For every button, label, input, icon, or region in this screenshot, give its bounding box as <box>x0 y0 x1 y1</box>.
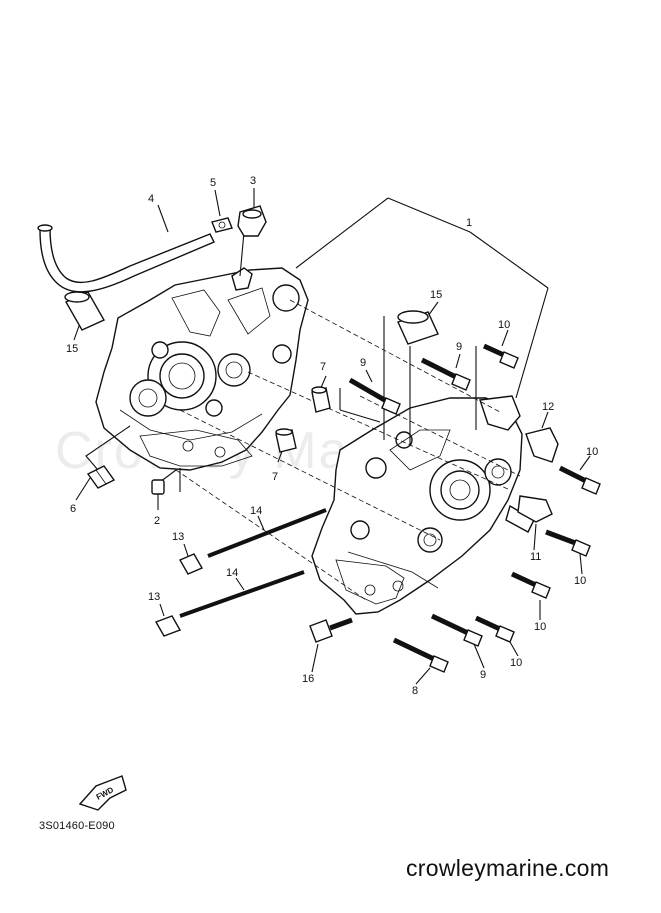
callout-13-upper: 13 <box>172 531 184 543</box>
callout-4: 4 <box>148 193 154 205</box>
breather-hose[interactable] <box>37 224 215 293</box>
bolt-10-lower[interactable] <box>510 571 551 599</box>
diagram-code: 3S01460-E090 <box>39 820 115 832</box>
stud-bolt-upper[interactable] <box>207 508 327 558</box>
callout-3: 3 <box>250 175 256 187</box>
callout-9-center: 9 <box>360 357 366 369</box>
callout-7-lower: 7 <box>272 471 278 483</box>
callout-14-upper: 14 <box>250 505 262 517</box>
callout-labels: 1 2 3 4 5 6 7 7 8 9 9 9 10 10 10 10 10 1… <box>66 175 598 697</box>
callout-11: 11 <box>530 551 541 563</box>
callout-10-right: 10 <box>586 446 598 458</box>
callout-10-top: 10 <box>498 319 510 331</box>
alignment-lines <box>175 299 521 601</box>
callout-6: 6 <box>70 503 76 515</box>
callout-1: 1 <box>466 217 472 229</box>
left-crankcase-half[interactable] <box>95 267 309 471</box>
hose-clip[interactable] <box>211 217 233 233</box>
callout-2: 2 <box>154 515 160 527</box>
right-crankcase-half[interactable] <box>311 395 535 615</box>
callout-12: 12 <box>542 401 554 413</box>
collar-upper[interactable] <box>311 386 331 413</box>
bolt-9-upper[interactable] <box>420 357 471 391</box>
callout-9-upper: 9 <box>456 341 462 353</box>
site-watermark[interactable]: crowleymarine.com <box>406 855 610 881</box>
callout-15-left: 15 <box>66 343 78 355</box>
callout-7-upper: 7 <box>320 361 326 373</box>
leader-lines <box>73 188 591 685</box>
bolt-10-top[interactable] <box>482 343 519 369</box>
bolt-10-right[interactable] <box>558 465 601 495</box>
bolt-16[interactable] <box>309 617 353 643</box>
callout-10-mid-right: 10 <box>574 575 586 587</box>
callout-14-lower: 14 <box>226 567 238 579</box>
bolt-10-mid-right[interactable] <box>545 529 591 557</box>
pin-2[interactable] <box>151 479 165 495</box>
hose-clamp[interactable] <box>525 427 559 463</box>
bolt-9-center[interactable] <box>348 377 401 415</box>
fwd-direction-arrow: FWD <box>78 775 127 811</box>
callout-10-bottom: 10 <box>510 657 522 669</box>
breather-union[interactable] <box>237 205 267 237</box>
callout-5: 5 <box>210 177 216 189</box>
bolt-9-bottom[interactable] <box>430 613 483 647</box>
bolt-10-bottom[interactable] <box>474 615 515 643</box>
nut-lower[interactable] <box>154 615 182 637</box>
stud-bolt-lower[interactable] <box>179 570 305 618</box>
callout-16: 16 <box>302 673 314 685</box>
drain-plug[interactable] <box>86 465 116 489</box>
callout-9-bottom: 9 <box>480 669 486 681</box>
callout-13-lower: 13 <box>148 591 160 603</box>
callout-10-lower: 10 <box>534 621 546 633</box>
dowel-pin-left[interactable] <box>64 291 105 331</box>
bolt-8[interactable] <box>392 637 449 673</box>
cable-clamp[interactable] <box>517 495 553 523</box>
nut-upper[interactable] <box>179 553 203 575</box>
callout-15-right: 15 <box>430 289 442 301</box>
dowel-pin-right[interactable] <box>397 310 439 345</box>
collar-lower[interactable] <box>275 428 297 453</box>
callout-8: 8 <box>412 685 418 697</box>
